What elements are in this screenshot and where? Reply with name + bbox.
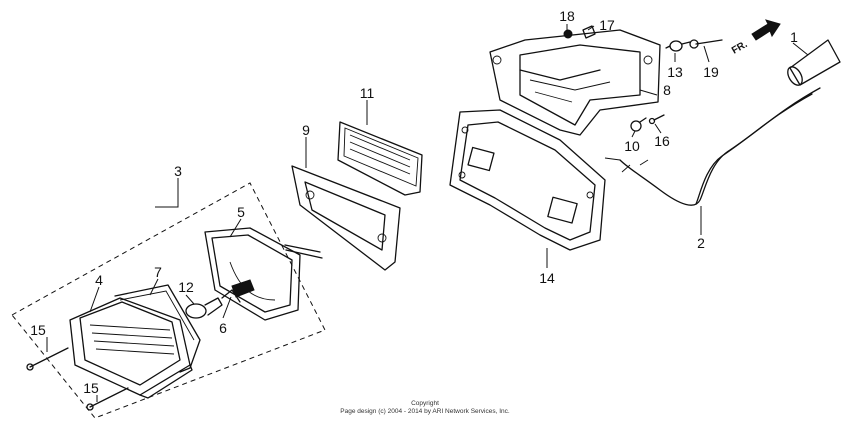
copyright-title: Copyright [411, 400, 439, 407]
callout-11: 11 [360, 85, 375, 101]
copyright-notice: Copyright Page design (c) 2004 - 2014 by… [0, 400, 850, 416]
reflector-gasket-part-9 [291, 165, 401, 271]
screw-part-15-upper [26, 347, 69, 371]
callout-9: 9 [302, 122, 310, 138]
cap-part-10 [630, 117, 647, 132]
lamp-base-part-5 [204, 227, 323, 321]
callout-18: 18 [559, 8, 575, 24]
callout-numbers: 1 2 3 4 5 6 7 8 9 10 11 12 13 14 15 15 1… [30, 8, 798, 396]
wire-boot-part-1 [787, 39, 841, 86]
copyright-text: Page design (c) 2004 - 2014 by ARI Netwo… [340, 408, 510, 415]
callout-19: 19 [703, 64, 719, 80]
front-direction-marker: FR. [730, 19, 781, 57]
grommet-part-13 [665, 40, 691, 52]
callout-8: 8 [663, 82, 671, 98]
callout-leader-lines [46, 24, 809, 402]
lens-gasket-part-7 [114, 284, 201, 373]
taillight-lens-part-4 [69, 297, 193, 399]
callout-10: 10 [624, 138, 640, 154]
bolt-part-16 [648, 114, 665, 125]
taillight-assembly-boundary [11, 182, 326, 419]
reflector-part-11 [337, 121, 423, 196]
wire-harness-part-2 [604, 87, 821, 206]
callout-4: 4 [95, 272, 103, 288]
socket-part-6 [221, 279, 255, 303]
callout-13: 13 [667, 64, 683, 80]
bulb-part-12 [185, 297, 223, 319]
callout-12: 12 [178, 279, 194, 295]
callout-15-lower: 15 [83, 380, 99, 396]
license-plate-bracket-part-14 [449, 109, 606, 251]
callout-6: 6 [219, 320, 227, 336]
screw-part-15-lower [86, 387, 129, 411]
callout-7: 7 [154, 264, 162, 280]
nut-part-18 [563, 29, 573, 39]
callout-15-upper: 15 [30, 322, 46, 338]
bolt-part-19 [689, 39, 723, 49]
clip-part-17 [582, 25, 596, 39]
license-bracket-part-8 [489, 29, 661, 136]
front-direction-label: FR. [730, 39, 750, 57]
callout-16: 16 [654, 133, 670, 149]
callout-5: 5 [237, 204, 245, 220]
callout-1: 1 [790, 29, 798, 45]
callout-14: 14 [539, 270, 555, 286]
callout-2: 2 [697, 235, 705, 251]
callout-17: 17 [599, 17, 615, 33]
callout-3: 3 [174, 163, 182, 179]
